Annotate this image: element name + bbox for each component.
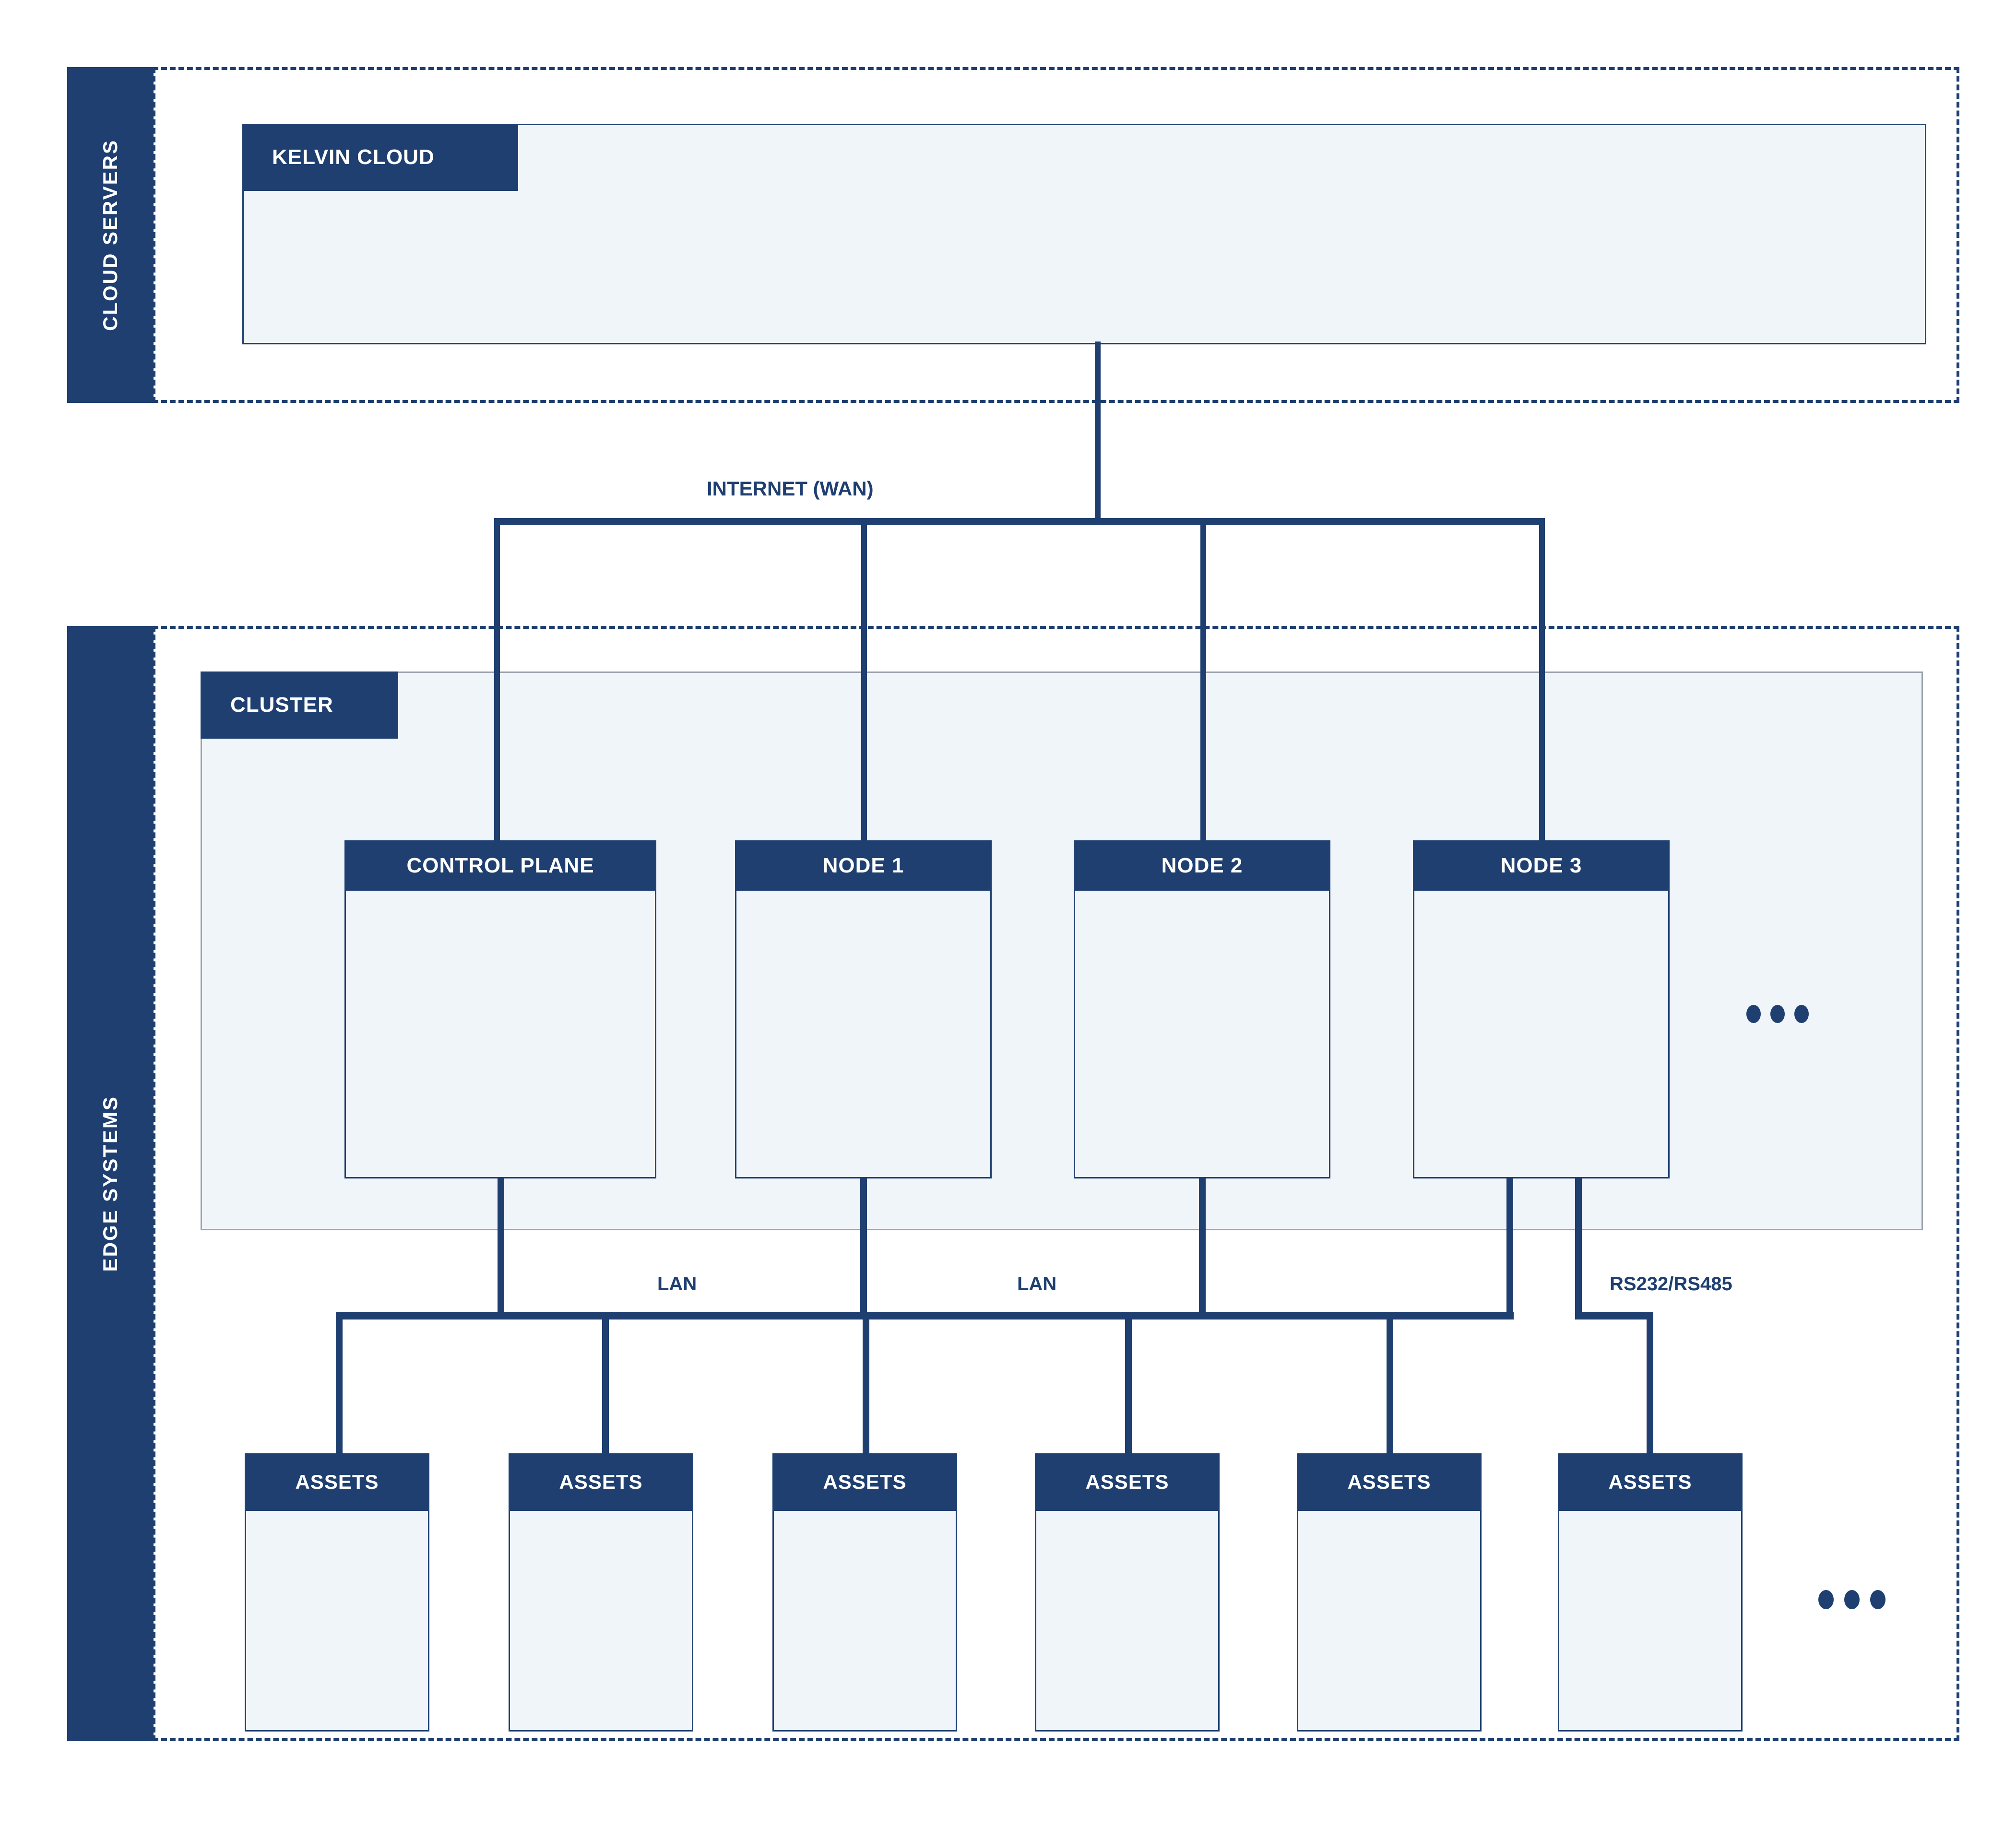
asset-card-body [772, 1511, 957, 1732]
cluster-node-node-2[interactable]: NODE 2 [1074, 840, 1330, 1178]
asset-card-label: ASSETS [295, 1471, 379, 1493]
wan-drop-node-1 [861, 518, 867, 840]
kelvin-cloud-panel-tab: KELVIN CLOUD [242, 124, 518, 191]
cluster-node-header: CONTROL PLANE [344, 840, 656, 891]
cluster-node-node-1[interactable]: NODE 1 [735, 840, 992, 1178]
asset-card[interactable]: ASSETS [1558, 1453, 1743, 1732]
lan-drop-control-plane [498, 1178, 504, 1318]
cluster-label: CLUSTER [230, 693, 333, 717]
cluster-node-label: NODE 3 [1500, 853, 1582, 877]
cloud-servers-zone [153, 67, 1959, 403]
cluster-node-header: NODE 3 [1413, 840, 1670, 891]
cluster-node-body [344, 891, 656, 1178]
edge-systems-zone-tab: EDGE SYSTEMS [67, 626, 154, 1741]
cluster-node-body [1413, 891, 1670, 1178]
asset-card-header: ASSETS [1558, 1453, 1743, 1511]
kelvin-cloud-panel [242, 124, 1926, 344]
wan-drop-control-plane [494, 518, 500, 840]
asset-card-header: ASSETS [1035, 1453, 1220, 1511]
wan-trunk-vertical [1095, 342, 1101, 524]
kelvin-cloud-label: KELVIN CLOUD [272, 145, 435, 169]
asset-card-header: ASSETS [245, 1453, 429, 1511]
asset-card-header: ASSETS [1297, 1453, 1482, 1511]
wan-label: INTERNET (WAN) [707, 477, 874, 500]
cluster-panel-tab: CLUSTER [201, 671, 398, 739]
lan-drop-node-2 [1199, 1178, 1206, 1318]
lan-drop-node-3 [1506, 1178, 1513, 1313]
serial-label: RS232/RS485 [1610, 1273, 1732, 1295]
cluster-node-control-plane[interactable]: CONTROL PLANE [344, 840, 656, 1178]
cluster-node-label: CONTROL PLANE [406, 853, 594, 877]
lan-bus-horizontal [336, 1312, 1514, 1319]
asset-card[interactable]: ASSETS [1035, 1453, 1220, 1732]
lan-branch-asset-4 [1125, 1312, 1132, 1458]
asset-card-body [1035, 1511, 1220, 1732]
wan-drop-node-2 [1200, 518, 1206, 840]
asset-card-label: ASSETS [1085, 1471, 1169, 1493]
wan-bus-horizontal [494, 518, 1545, 525]
asset-card-body [1297, 1511, 1482, 1732]
cluster-node-node-3[interactable]: NODE 3 [1413, 840, 1670, 1178]
asset-card-label: ASSETS [1608, 1471, 1692, 1493]
asset-card-header: ASSETS [509, 1453, 693, 1511]
asset-card-label: ASSETS [559, 1471, 643, 1493]
asset-card-body [1558, 1511, 1743, 1732]
edge-systems-zone-label: EDGE SYSTEMS [99, 1095, 121, 1272]
asset-card[interactable]: ASSETS [772, 1453, 957, 1732]
lan-label-2: LAN [1017, 1273, 1057, 1295]
asset-card[interactable]: ASSETS [509, 1453, 693, 1732]
wan-drop-node-3 [1539, 518, 1545, 840]
serial-drop-node-3 [1575, 1178, 1582, 1319]
cluster-node-label: NODE 2 [1161, 853, 1243, 877]
serial-drop-asset-6 [1647, 1312, 1653, 1458]
asset-card-header: ASSETS [772, 1453, 957, 1511]
asset-card-body [245, 1511, 429, 1732]
cluster-more-nodes-ellipsis [1746, 1005, 1809, 1023]
asset-card-label: ASSETS [1347, 1471, 1431, 1493]
assets-more-ellipsis [1818, 1590, 1886, 1609]
cluster-node-header: NODE 2 [1074, 840, 1330, 891]
lan-branch-asset-1 [336, 1312, 343, 1458]
asset-card[interactable]: ASSETS [245, 1453, 429, 1732]
lan-label-1: LAN [657, 1273, 697, 1295]
lan-branch-asset-5 [1387, 1312, 1393, 1458]
cluster-node-body [735, 891, 992, 1178]
cluster-node-header: NODE 1 [735, 840, 992, 891]
lan-branch-asset-3 [863, 1312, 869, 1458]
asset-card[interactable]: ASSETS [1297, 1453, 1482, 1732]
cluster-node-label: NODE 1 [822, 853, 904, 877]
lan-branch-asset-2 [602, 1312, 609, 1458]
cloud-servers-zone-tab: CLOUD SERVERS [67, 67, 154, 403]
cloud-servers-zone-label: CLOUD SERVERS [99, 139, 121, 331]
edge-systems-zone [153, 626, 1959, 1741]
cluster-node-body [1074, 891, 1330, 1178]
asset-card-body [509, 1511, 693, 1732]
serial-jog-horizontal [1575, 1312, 1653, 1319]
lan-drop-node-1 [860, 1178, 867, 1318]
asset-card-label: ASSETS [823, 1471, 907, 1493]
